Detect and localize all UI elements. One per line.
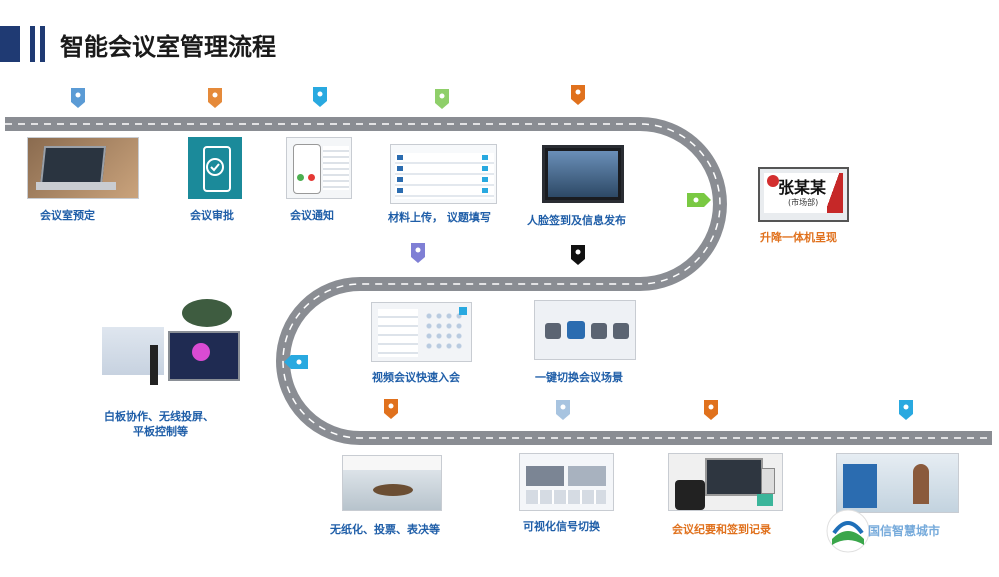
label-whiteboard: 白板协作、无线投屏、 <box>104 410 214 423</box>
label-booking: 会议室预定 <box>40 209 95 222</box>
pin-notice-icon <box>313 87 327 107</box>
pin-minutes-icon <box>704 400 718 420</box>
pin-approval-icon <box>208 88 222 108</box>
title-accent-bar <box>0 26 20 62</box>
label-switch: 一键切换会议场景 <box>535 371 623 384</box>
label-signal: 可视化信号切换 <box>523 520 600 533</box>
phone-call-icon <box>286 137 352 199</box>
pin-face-icon <box>571 85 585 105</box>
page-title: 智能会议室管理流程 <box>60 33 276 61</box>
name-plate-name: 张某某 <box>778 178 827 197</box>
pin-signal-icon <box>556 400 570 420</box>
label-lift: 升降一体机呈现 <box>760 231 837 244</box>
laptop-photo-icon <box>27 137 139 199</box>
label-minutes: 会议纪要和签到记录 <box>672 523 771 536</box>
meeting-room-icon <box>342 455 442 511</box>
pin-whiteboard-icon <box>284 355 308 369</box>
watermark-logo-icon <box>826 509 870 553</box>
exhibition-icon <box>836 453 959 513</box>
label-approval: 会议审批 <box>190 209 234 222</box>
whiteboard-icon <box>102 295 242 395</box>
phone-check-icon <box>188 137 242 199</box>
label-upload: 材料上传， 议题填写 <box>388 211 491 224</box>
scene-panel-icon <box>534 300 636 360</box>
title-accent-bar <box>40 26 45 62</box>
pin-paperless-icon <box>384 399 398 419</box>
watermark-text: 国信智慧城市 <box>868 524 941 538</box>
notes-laptop-icon <box>668 453 783 511</box>
pin-upload-icon <box>435 89 449 109</box>
label-notice: 会议通知 <box>290 209 334 222</box>
label-paperless: 无纸化、投票、表决等 <box>330 523 440 536</box>
pin-hall-icon <box>899 400 913 420</box>
name-plate-dept: (市场部) <box>788 198 819 207</box>
pin-lift-icon <box>687 193 711 207</box>
signal-panel-icon <box>519 453 614 511</box>
pin-booking-icon <box>71 88 85 108</box>
app-list-icon <box>390 144 497 204</box>
label-whiteboard-2: 平板控制等 <box>133 425 188 438</box>
display-screen-icon <box>542 145 624 203</box>
name-plate-icon: 张某某 (市场部) <box>758 167 849 222</box>
video-panel-icon <box>371 302 472 362</box>
title-accent-bar <box>30 26 35 62</box>
pin-switch-icon <box>571 245 585 265</box>
pin-video-icon <box>411 243 425 263</box>
label-face: 人脸签到及信息发布 <box>527 214 626 227</box>
label-video: 视频会议快速入会 <box>372 371 460 384</box>
